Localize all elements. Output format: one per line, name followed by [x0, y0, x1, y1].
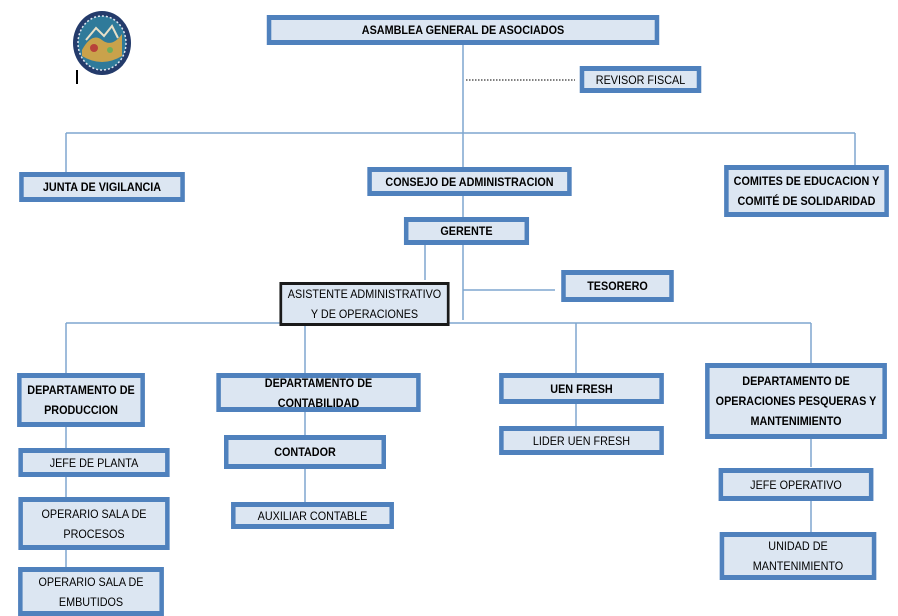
contador-box: CONTADOR	[224, 435, 386, 469]
dep-pesqueras-box: DEPARTAMENTO DE OPERACIONES PESQUERAS Y …	[705, 363, 887, 439]
revisor-fiscal-box: REVISOR FISCAL	[579, 66, 702, 93]
operario-embutidos-box: OPERARIO SALA DE EMBUTIDOS	[18, 567, 164, 616]
tesorero-box: TESORERO	[561, 270, 674, 302]
text-cursor-mark	[76, 70, 78, 84]
organization-seal-icon	[73, 11, 131, 75]
lider-uen-fresh-box: LIDER UEN FRESH	[499, 426, 664, 455]
uen-fresh-box: UEN FRESH	[499, 373, 664, 404]
dep-produccion-box: DEPARTAMENTO DE PRODUCCION	[17, 373, 145, 427]
asamblea-box: ASAMBLEA GENERAL DE ASOCIADOS	[266, 15, 660, 45]
jefe-planta-box: JEFE DE PLANTA	[18, 448, 170, 477]
consejo-administracion-box: CONSEJO DE ADMINISTRACION	[367, 167, 572, 196]
unidad-mantenimiento-box: UNIDAD DE MANTENIMIENTO	[719, 532, 877, 580]
operario-procesos-box: OPERARIO SALA DE PROCESOS	[18, 497, 170, 550]
asistente-box: ASISTENTE ADMINISTRATIVO Y DE OPERACIONE…	[279, 282, 450, 326]
comites-box: COMITES DE EDUCACION Y COMITÉ DE SOLIDAR…	[724, 165, 889, 217]
auxiliar-contable-box: AUXILIAR CONTABLE	[231, 502, 394, 529]
jefe-operativo-box: JEFE OPERATIVO	[718, 468, 874, 501]
dep-contabilidad-box: DEPARTAMENTO DE CONTABILIDAD	[216, 373, 421, 412]
junta-vigilancia-box: JUNTA DE VIGILANCIA	[19, 172, 185, 202]
gerente-box: GERENTE	[403, 217, 530, 245]
